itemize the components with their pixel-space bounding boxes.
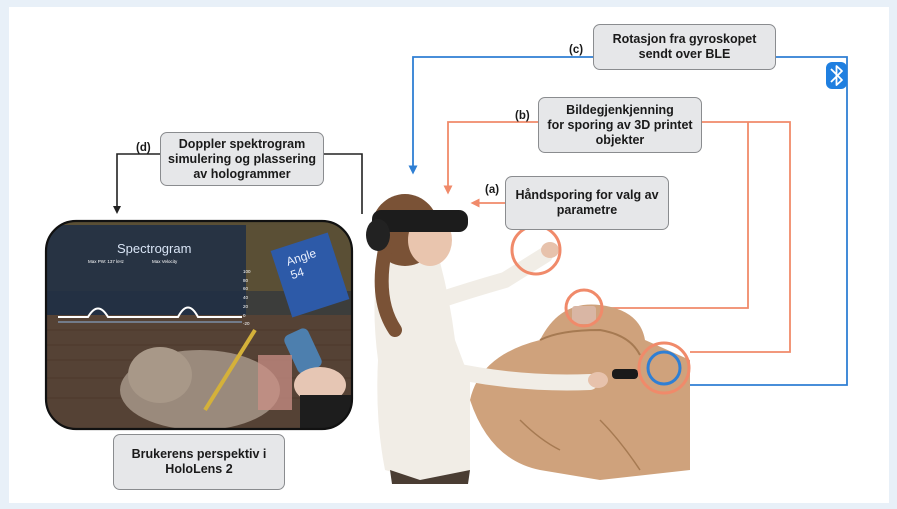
label-d-text: Doppler spektrogram simulering og plasse… xyxy=(168,136,316,181)
scale-tick: -20 xyxy=(243,321,250,327)
blue-connector-right xyxy=(690,56,848,386)
black-connector-left xyxy=(113,153,160,214)
scale-tick: 20 xyxy=(243,303,249,309)
label-c-text: Rotasjon fra gyroskopet sendt over BLE xyxy=(612,32,757,61)
hologram-view xyxy=(46,221,352,429)
label-b-text: Bildegjenkjenning for sporing av 3D prin… xyxy=(547,102,693,147)
label-a-tag: (a) xyxy=(485,184,500,196)
scale-tick: 60 xyxy=(243,286,249,292)
label-d-tag: (d) xyxy=(136,142,151,154)
spectrogram-title: Spectrogram xyxy=(117,241,192,256)
user-photo xyxy=(366,194,690,484)
scale-tick: 0 xyxy=(243,312,246,318)
orange-connector-inner xyxy=(603,122,749,309)
scale-tick: 80 xyxy=(243,277,249,283)
orange-connector-right xyxy=(690,121,791,353)
label-b-box: Bildegjenkjenning for sporing av 3D prin… xyxy=(538,97,702,153)
black-connector xyxy=(324,153,363,214)
label-c-box: Rotasjon fra gyroskopet sendt over BLE xyxy=(593,24,776,70)
spectrogram-stat-left: Max PW: 137 kHz xyxy=(88,259,124,264)
label-a-box: Håndsporing for valg av parametre xyxy=(505,176,669,230)
blue-connector xyxy=(408,56,593,175)
spectrogram-scale: 100 80 60 40 20 0 -20 xyxy=(243,268,251,329)
probe-gyro-circle xyxy=(646,350,682,386)
label-a-text: Håndsporing for valg av parametre xyxy=(515,188,659,217)
label-d-box: Doppler spektrogram simulering og plasse… xyxy=(160,132,324,186)
spectrogram-stat-right: Max Velocity xyxy=(152,259,178,264)
orange-connector xyxy=(443,121,538,195)
bluetooth-icon xyxy=(826,62,847,89)
label-b-tag: (b) xyxy=(515,110,530,122)
probe-highlight-circle xyxy=(637,341,691,395)
hologram-frame xyxy=(44,219,354,431)
scale-tick: 40 xyxy=(243,295,249,301)
perspective-text: Brukerens perspektiv i HoloLens 2 xyxy=(131,447,267,476)
perspective-box: Brukerens perspektiv i HoloLens 2 xyxy=(113,434,285,490)
scale-tick: 100 xyxy=(243,269,251,274)
object-highlight-circle xyxy=(564,288,604,328)
label-c-tag: (c) xyxy=(569,44,584,56)
